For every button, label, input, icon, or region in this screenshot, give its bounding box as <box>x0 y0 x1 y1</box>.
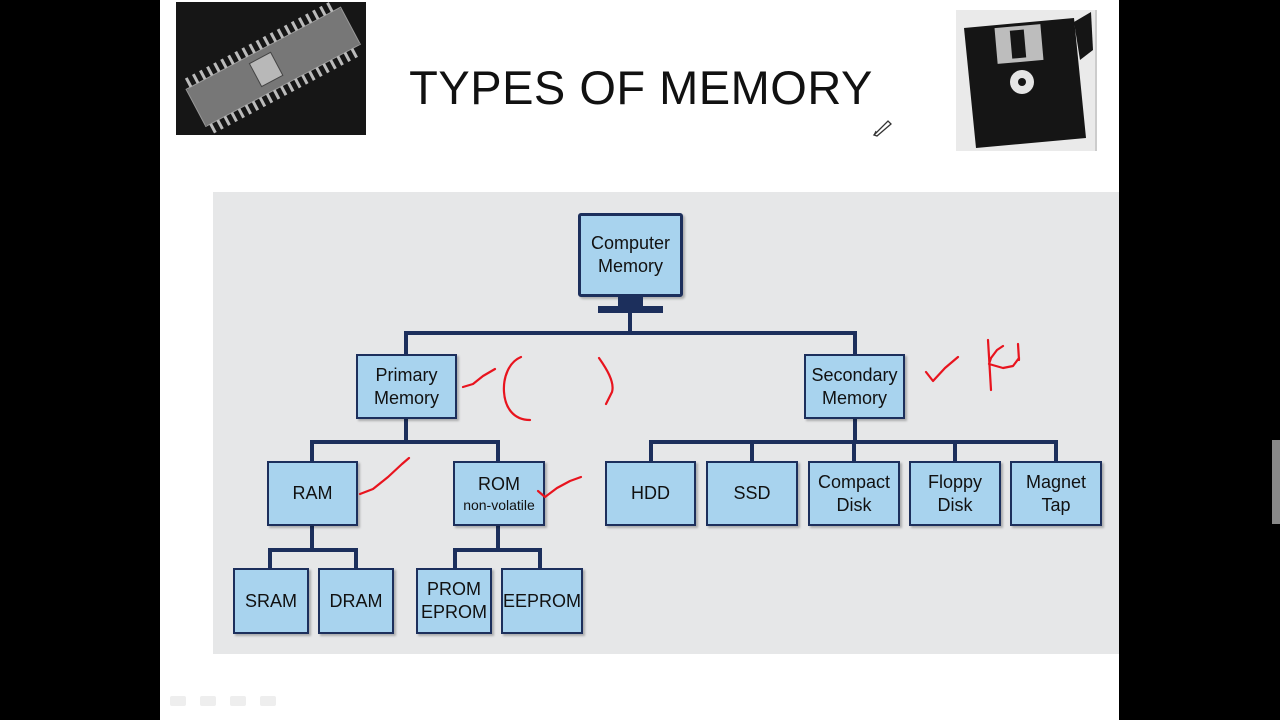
connector <box>1054 440 1058 462</box>
window-edge-handle <box>1272 440 1280 524</box>
connector <box>853 331 857 355</box>
slide: TYPES OF MEMORY <box>160 0 1119 720</box>
connector <box>538 548 542 568</box>
node-label-line1: Primary <box>375 364 438 385</box>
connector <box>310 440 314 462</box>
eeprom-node: EEPROM <box>501 568 583 634</box>
node-label-line2: Memory <box>821 387 887 408</box>
connector <box>404 331 408 355</box>
node-label-line1: Magnet <box>1025 471 1087 492</box>
connector <box>496 525 500 550</box>
slide-navigation <box>170 693 290 709</box>
connector <box>853 417 857 442</box>
dram-node: DRAM <box>318 568 394 634</box>
node-label-line2: Disk <box>836 494 872 515</box>
eprom-chip-image <box>176 2 366 135</box>
node-label-line2: non-volatile <box>463 497 535 513</box>
hdd-node: HDD <box>605 461 696 526</box>
slide-title: TYPES OF MEMORY <box>409 61 873 114</box>
ssd-node: SSD <box>706 461 798 526</box>
node-label-line2: EPROM <box>420 602 487 622</box>
node-label: RAM <box>292 483 333 503</box>
connector <box>852 440 856 462</box>
secondary-memory-node: Secondary Memory <box>804 354 905 419</box>
node-label: EEPROM <box>503 590 582 611</box>
connector <box>354 548 358 568</box>
connector <box>404 417 408 442</box>
pen-cursor-icon <box>872 117 894 142</box>
menu-icon[interactable] <box>230 696 246 706</box>
node-label-line1: ROM <box>478 474 520 494</box>
connector <box>453 548 542 552</box>
connector <box>628 307 632 333</box>
check-mark-rom <box>536 475 583 499</box>
connector <box>268 548 356 552</box>
connector <box>750 440 754 462</box>
compact-disk-node: Compact Disk <box>808 461 900 526</box>
connector <box>496 440 500 462</box>
next-slide-icon[interactable] <box>260 696 276 706</box>
node-label-line1: Secondary <box>811 364 898 385</box>
computer-memory-node: Computer Memory <box>578 213 683 313</box>
node-label-line1: Compact <box>817 471 891 492</box>
node-label-line2: Memory <box>597 256 663 276</box>
floppy-disk-node: Floppy Disk <box>909 461 1001 526</box>
bracket-open <box>502 355 532 422</box>
pen-tool-icon[interactable] <box>200 696 216 706</box>
node-label-line1: Computer <box>590 233 671 253</box>
connector <box>310 440 500 444</box>
node-label-line2: Disk <box>937 494 973 515</box>
check-mark-ram <box>358 456 411 496</box>
magnet-tap-node: Magnet Tap <box>1010 461 1102 526</box>
sram-node: SRAM <box>233 568 309 634</box>
connector <box>404 331 857 335</box>
prom-eprom-node: PROM EPROM <box>416 568 492 634</box>
connector <box>953 440 957 462</box>
floppy-disk-image <box>956 10 1097 151</box>
connector <box>268 548 272 568</box>
node-label-line1: Floppy <box>927 471 983 492</box>
monitor-base <box>598 306 663 313</box>
node-label-line2: Memory <box>373 387 439 408</box>
scribble-secondary <box>986 338 1021 392</box>
primary-memory-node: Primary Memory <box>356 354 457 419</box>
check-mark-secondary <box>924 355 960 383</box>
connector <box>649 440 653 462</box>
node-label: HDD <box>631 483 670 503</box>
bracket-close <box>597 356 614 406</box>
memory-hierarchy-diagram: Computer Memory Primary Memory Secondary… <box>213 192 1119 654</box>
node-label: SSD <box>733 483 771 503</box>
connector <box>310 525 314 550</box>
ram-node: RAM <box>267 461 358 526</box>
connector <box>453 548 457 568</box>
previous-slide-icon[interactable] <box>170 696 186 706</box>
node-label: SRAM <box>244 590 297 611</box>
rom-node: ROM non-volatile <box>453 461 545 526</box>
check-mark-primary <box>461 367 497 389</box>
node-label-line2: Tap <box>1041 494 1071 515</box>
node-label-line1: PROM <box>427 579 481 599</box>
node-label: DRAM <box>329 590 383 611</box>
